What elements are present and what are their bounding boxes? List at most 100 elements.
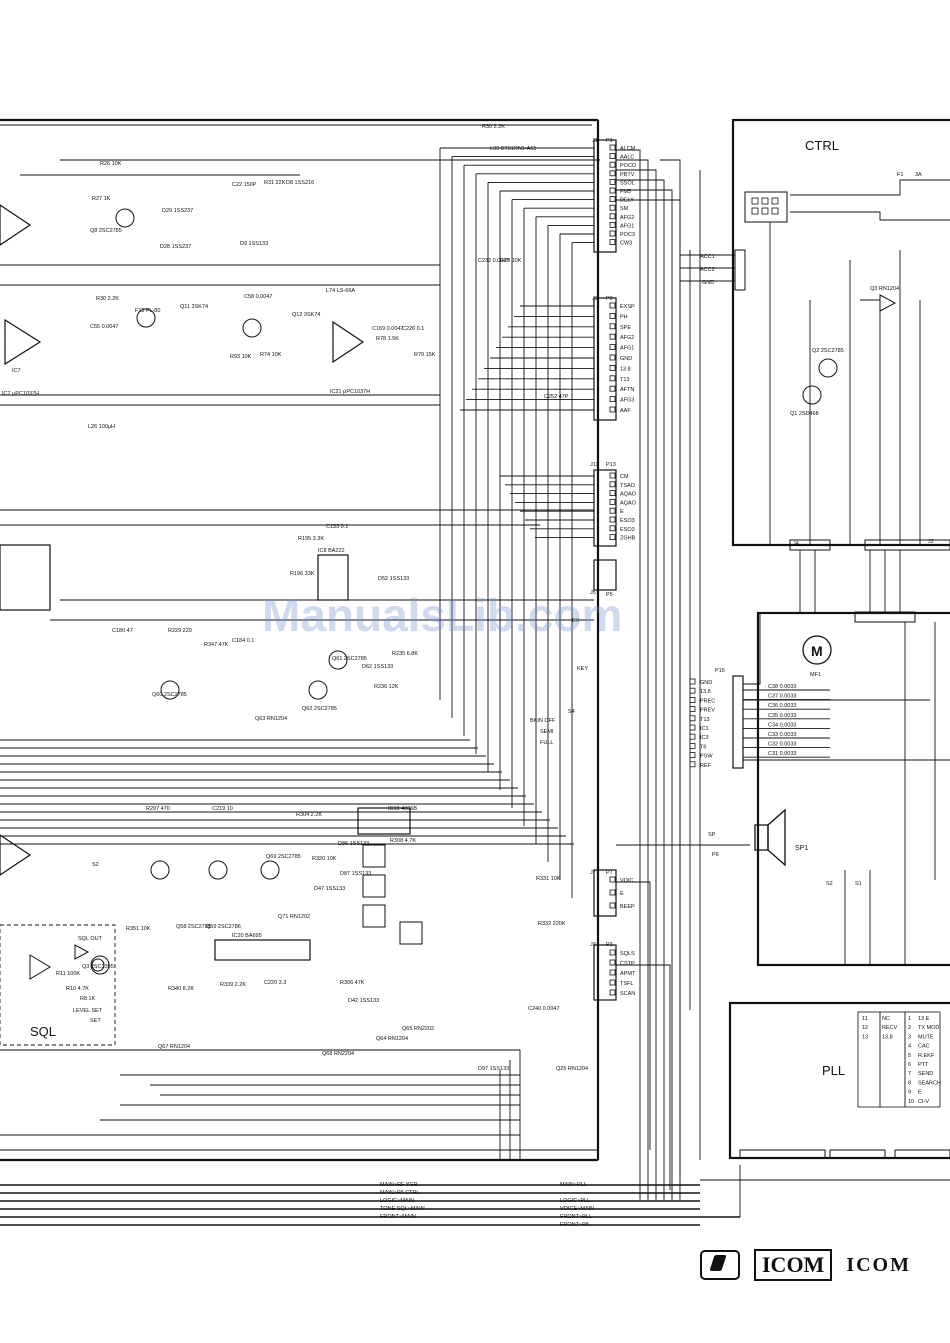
circuit-trace	[616, 179, 665, 1200]
j9-pin	[609, 312, 616, 319]
motor-label: MF1	[810, 672, 821, 678]
bus-lines	[0, 1165, 950, 1226]
j9-pin	[609, 385, 616, 392]
ic-label: IC7	[12, 368, 21, 374]
component-label: R29 10K	[500, 258, 522, 264]
j9-pin-label: AFG3	[620, 398, 634, 404]
j1-pin-label: SSOL	[620, 180, 635, 186]
component-label: R297 470	[146, 806, 170, 812]
j9-pin	[609, 406, 616, 413]
j9-pin-label: AFTN	[620, 387, 634, 393]
p15-cap-label: C35 0.0033	[768, 713, 796, 719]
pll-table-cell: SEND	[918, 1071, 933, 1077]
p15-pin	[689, 706, 696, 712]
j9-pin-label: GND	[620, 356, 632, 362]
circuit-trace	[743, 613, 761, 685]
component-label: R331 10K	[536, 876, 561, 882]
connector-strips	[593, 139, 617, 1001]
p15-cap-label: C32 0.0033	[768, 742, 796, 748]
p1-label: P1	[606, 138, 613, 144]
ic-label: IC21 μPC1037H	[330, 389, 370, 395]
j13-pin-label: ESO3	[620, 518, 635, 524]
circuit-trace	[616, 189, 673, 1200]
acc1-label: ACC1	[700, 254, 715, 260]
brand-logo-box: ICOM	[754, 1249, 833, 1281]
j1-pin-label: ALCM	[620, 146, 636, 152]
component-label: R195 3.3K	[298, 536, 324, 542]
set-label: SET	[90, 1018, 101, 1024]
p15-pin	[689, 743, 696, 749]
p15-cap-label: C38 0.0033	[768, 684, 796, 690]
p3-label: P3	[606, 942, 613, 948]
pll-table-cell: 13	[862, 1034, 868, 1040]
j1-pin	[609, 153, 616, 160]
j13-pin	[609, 525, 616, 532]
brand-name: ICOM	[846, 1253, 911, 1276]
j13-pin-label: AQAO	[620, 500, 637, 506]
fuse-value: 3A	[915, 172, 922, 178]
connector-labels: J1 P1 J9 P9 J13 P13 J5 P5 J7 P7 J3 P3 P1…	[590, 138, 725, 948]
p15-cap-label: C36 0.0033	[768, 703, 796, 709]
ic-blocks	[0, 204, 423, 961]
j1-pin	[609, 239, 616, 246]
j9-pin-label: AAF	[620, 408, 631, 414]
j13-pin	[609, 481, 616, 488]
pll-table-cell: 3	[908, 1034, 911, 1040]
component-label: Q68 RN2204	[322, 1051, 354, 1057]
j3-pin	[609, 989, 616, 996]
svg-text:M: M	[811, 643, 823, 659]
p15-pin-label: T13	[700, 717, 709, 723]
j13-pin-label: ESO3	[620, 527, 635, 533]
component-label: C184 0.1	[232, 638, 254, 644]
j7-pin-label: E	[620, 891, 624, 897]
pll-table-cell: 8	[908, 1080, 911, 1086]
j1-pin	[609, 178, 616, 185]
component-label: R235 6.8K	[392, 651, 418, 657]
j13-pin-label: E	[620, 509, 624, 515]
j1-pin	[609, 187, 616, 194]
j7-pin-label: BEEP	[620, 904, 635, 910]
circuit-trace	[660, 159, 681, 1180]
component-label: R306 47K	[340, 980, 365, 986]
j4-label: J4	[793, 541, 799, 547]
component-label: L39 BT01RN1-A61	[490, 146, 536, 152]
p5-label: P5	[606, 592, 613, 598]
p15-cap-label: C33 0.0033	[768, 732, 796, 738]
icom-logo-icon	[700, 1250, 740, 1280]
j13-pin	[609, 472, 616, 479]
j3-pin-label: SCAN	[620, 991, 635, 997]
ic-label: IC19 4066B	[388, 806, 417, 812]
bus-line-label: LOGIC~PLL	[560, 1198, 590, 1204]
pll-table-cell: TX MOD	[918, 1025, 939, 1031]
p7-label: P7	[606, 870, 613, 876]
component-label: Q3 2SC3395	[82, 964, 114, 970]
ic-label: IC20 BA695	[232, 933, 262, 939]
j3-pin	[609, 969, 616, 976]
component-label: R78 1.5K	[376, 336, 399, 342]
j3-pin-label: SQLS	[620, 951, 635, 957]
pll-table-cell: 13.8	[882, 1034, 893, 1040]
bus-line-label: MAIN~RF YGR	[380, 1182, 418, 1188]
component-label: R340 8.2K	[168, 986, 194, 992]
j9-pin	[609, 354, 616, 361]
j1-pin	[609, 144, 616, 151]
component-label: D97 1SS133	[478, 1066, 509, 1072]
ctrl-misc-labels: F1 3A ACC1 ACC2 GND Q1 2SD468 Q2 2SC2785…	[700, 172, 934, 887]
component-label: Q63 RN1204	[255, 716, 287, 722]
j1-pin	[609, 170, 616, 177]
p15-pin	[689, 724, 696, 731]
component-label: D8 1SS216	[286, 180, 314, 186]
j9-pin-label: T13	[620, 377, 629, 383]
ic-label: IC8 BA222	[318, 548, 345, 554]
component-label: R236 12K	[374, 684, 399, 690]
component-label: C58 0.0047	[244, 294, 272, 300]
p15-pin-label: 13.8	[700, 689, 711, 695]
transistor-symbol	[208, 860, 228, 880]
j1-pin-label: FM5	[620, 189, 631, 195]
transistor-symbol	[260, 860, 280, 880]
p6-label: P6	[712, 852, 719, 858]
p15-pin-label: T6	[700, 744, 706, 750]
pll-table-cell: R.EKF	[918, 1053, 935, 1059]
